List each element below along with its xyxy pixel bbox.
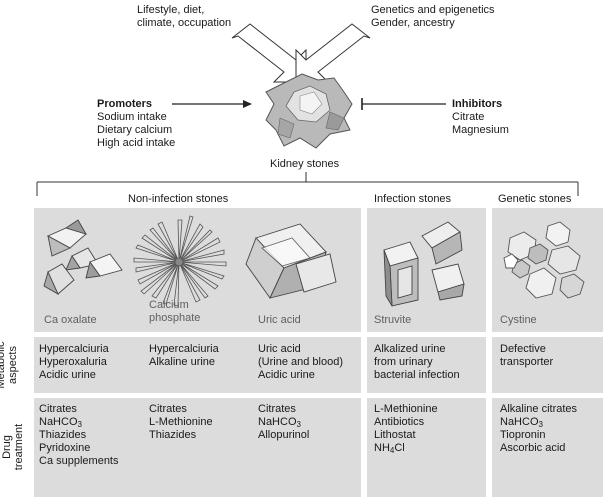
drug-item: Alkaline citrates [500,403,578,415]
right-hollow-arrow [295,23,371,83]
struvite-crystals [383,221,465,307]
metabolic-calcium-phosphate: Hypercalciuria Alkaline urine [149,343,219,368]
drug-panel-genetic [492,398,603,497]
stone-name-ca-oxalate: Ca oxalate [44,314,97,326]
drug-formula-subscript: 3 [296,420,301,429]
metabolic-panel-infection [367,337,486,393]
inhibitors-heading: Inhibitors [452,98,503,110]
promoter-item: High acid intake [97,137,176,149]
drug-item: Citrates [39,403,77,415]
drug-formula-subscript: 3 [538,420,543,429]
stone-name-calcium-phosphate: Calcium phosphate [149,299,201,324]
uric-acid-crystals [245,223,337,299]
drug-formula: NaHCO [500,416,539,428]
inhibitor-item: Citrate [452,111,485,123]
drug-formula: NaHCO [39,416,78,428]
stone-name-cystine: Cystine [500,314,537,326]
drug-formula-subscript: 4 [389,446,395,455]
left-hollow-arrow [231,23,307,83]
promoter-item: Sodium intake [97,111,167,123]
drug-formula: Cl [394,442,405,454]
metabolic-cystine: Defective transporter [500,343,554,368]
drug-ca-oxalate: Citrates NaHCO3 Thiazides Pyridoxine Ca … [39,403,119,468]
row-label-metabolic: Metabolic aspects [0,341,19,389]
promoter-arrow [172,100,252,108]
genetic-heading: Genetic stones [498,193,572,205]
inhibitors-block: Inhibitors Citrate Magnesium [452,98,509,137]
drug-item: Allopurinol [258,429,310,441]
metabolic-struvite: Alkalized urine from urinary bacterial i… [374,343,460,381]
stone-name-uric-acid: Uric acid [258,314,301,326]
drug-struvite: L-Methionine Antibiotics Lithostat NH4Cl [374,403,438,455]
inhibitor-line [361,98,446,110]
drug-item: NaHCO3 [500,416,577,429]
promoters-heading: Promoters [97,98,153,110]
non-infection-heading: Non-infection stones [128,193,229,205]
stone-name-struvite: Struvite [374,314,412,326]
calcium-phosphate-crystals [133,215,227,307]
metabolic-ca-oxalate: Hypercalciuria Hyperoxaluria Acidic urin… [39,343,109,381]
metabolic-panel-genetic [492,337,603,393]
drug-item: Tiopronin Ascorbic acid [500,429,566,454]
drug-calcium-phosphate: Citrates L-Methionine Thiazides [149,403,213,441]
ca-oxalate-crystals [43,219,123,296]
drug-panel-non-infection [34,398,361,497]
cystine-crystals [503,221,585,299]
drug-item: L-Methionine Antibiotics Lithostat [374,403,438,441]
drug-item: NH4Cl [374,442,438,455]
infection-heading: Infection stones [374,193,452,205]
kidney-stones-label: Kidney stones [270,158,340,170]
drug-item: NaHCO3 [39,416,119,429]
drug-item: Thiazides Pyridoxine Ca supplements [39,429,119,467]
metabolic-panel-non-infection [34,337,361,393]
environmental-factors-text: Lifestyle, diet, climate, occupation [137,4,232,29]
kidney-stone-cluster [265,73,353,149]
drug-cystine: Alkaline citrates NaHCO3 Tiopronin Ascor… [500,403,577,455]
drug-formula: NaHCO [258,416,297,428]
classification-bracket [36,172,579,196]
drug-formula: NH [374,442,390,454]
promoters-block: Promoters Sodium intake Dietary calcium … [97,98,175,150]
inhibitor-item: Magnesium [452,124,509,136]
drug-formula-subscript: 3 [77,420,82,429]
crystal-illustrations [43,215,585,307]
genetic-factors-text: Genetics and epigenetics Gender, ancestr… [371,4,495,29]
promoter-item: Dietary calcium [97,124,173,136]
drug-item: Citrates [258,403,296,415]
metabolic-uric-acid: Uric acid (Urine and blood) Acidic urine [258,343,343,381]
diagram-connectors [36,23,579,196]
drug-panel-infection [367,398,486,497]
drug-uric-acid: Citrates NaHCO3 Allopurinol [258,403,309,442]
row-label-drug: Drug treatment [1,423,25,471]
drug-item: NaHCO3 [258,416,309,429]
